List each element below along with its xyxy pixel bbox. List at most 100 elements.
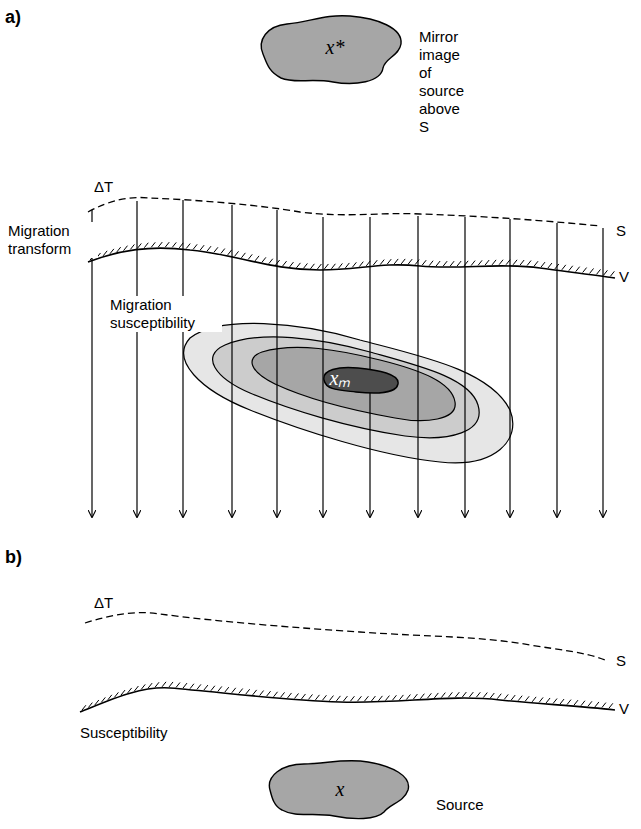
hatch-tick bbox=[322, 695, 326, 700]
hatch-tick bbox=[610, 271, 614, 276]
hatch-tick bbox=[248, 254, 252, 259]
hatch-tick bbox=[108, 695, 112, 700]
hatch-tick bbox=[534, 261, 538, 266]
hatch-tick bbox=[276, 260, 280, 265]
hatch-tick bbox=[338, 263, 342, 268]
surface-label: V bbox=[617, 700, 631, 718]
hatch-tick bbox=[204, 685, 208, 690]
hatch-tick bbox=[303, 263, 307, 268]
hatch-tick bbox=[401, 259, 405, 264]
blob-shape bbox=[261, 16, 401, 84]
migration-arrow bbox=[602, 228, 603, 517]
hatch-tick bbox=[485, 260, 489, 265]
hatch-tick bbox=[239, 689, 243, 694]
hatch-tick bbox=[317, 264, 321, 269]
source-symbol: x* bbox=[326, 36, 345, 58]
hatch-tick bbox=[155, 682, 159, 687]
hatch-tick bbox=[88, 703, 92, 708]
hatch-tick bbox=[583, 268, 587, 273]
transform-label: Migration transform bbox=[6, 222, 98, 258]
hatch-tick bbox=[294, 693, 298, 698]
hatch-tick bbox=[399, 695, 403, 700]
hatch-tick bbox=[310, 264, 314, 269]
peak-blob: xₘ bbox=[318, 364, 404, 396]
hatch-tick bbox=[158, 242, 162, 247]
hatch-tick bbox=[539, 697, 543, 702]
hatch-tick bbox=[378, 696, 382, 701]
hatch-tick bbox=[200, 245, 204, 250]
hatch-tick bbox=[590, 268, 594, 273]
hatch-tick bbox=[121, 690, 125, 695]
hatch-tick bbox=[562, 265, 566, 270]
blob-caption: Mirror image of source above S bbox=[417, 28, 466, 136]
hatch-tick bbox=[436, 261, 440, 266]
hatch-tick bbox=[148, 683, 152, 688]
hatch-tick bbox=[588, 701, 592, 706]
hatch-tick bbox=[352, 262, 356, 267]
hatch-tick bbox=[434, 693, 438, 698]
hatch-tick bbox=[357, 696, 361, 701]
source-blob: xSource bbox=[264, 756, 416, 822]
hatch-tick bbox=[134, 686, 138, 691]
hatch-tick bbox=[469, 692, 473, 697]
field-label: ΔT bbox=[92, 178, 115, 196]
hatch-tick bbox=[207, 246, 211, 251]
hatch-tick bbox=[253, 690, 257, 695]
migration-arrow bbox=[556, 223, 557, 517]
hatch-tick bbox=[214, 247, 218, 252]
hatch-tick bbox=[429, 261, 433, 266]
source-symbol: x bbox=[336, 778, 345, 800]
hatch-tick bbox=[193, 244, 197, 249]
dashed-surface-s bbox=[85, 613, 605, 660]
hatch-tick bbox=[520, 260, 524, 265]
hatch-tick bbox=[392, 695, 396, 700]
surface-label: S bbox=[614, 222, 628, 240]
hatch-tick bbox=[525, 696, 529, 701]
hatch-tick bbox=[413, 694, 417, 699]
hatch-tick bbox=[373, 260, 377, 265]
hatch-tick bbox=[408, 259, 412, 264]
hatch-tick bbox=[420, 694, 424, 699]
hatch-tick bbox=[546, 698, 550, 703]
blob-shape bbox=[324, 368, 398, 394]
migration-arrow bbox=[509, 219, 510, 517]
susceptibility-label: Susceptibility bbox=[78, 724, 170, 742]
hatch-tick bbox=[123, 246, 127, 251]
hatched-surface-v bbox=[88, 248, 615, 278]
hatch-tick bbox=[427, 693, 431, 698]
migration-arrows bbox=[92, 200, 603, 517]
hatch-tick bbox=[95, 700, 99, 705]
hatch-tick bbox=[443, 261, 447, 266]
hatch-tick bbox=[260, 691, 264, 696]
hatch-tick bbox=[548, 263, 552, 268]
source-symbol: xₘ bbox=[330, 367, 351, 389]
hatch-tick bbox=[235, 251, 239, 256]
hatch-tick bbox=[364, 696, 368, 701]
susceptibility-label: Migration susceptibility bbox=[108, 296, 222, 332]
hatch-tick bbox=[144, 243, 148, 248]
hatch-tick bbox=[603, 270, 607, 275]
mirror-source-blob: x*Mirror image of source above S bbox=[255, 12, 407, 86]
hatch-tick bbox=[574, 700, 578, 705]
surface-hatching bbox=[82, 242, 615, 710]
hatch-tick bbox=[262, 257, 266, 262]
hatch-tick bbox=[172, 242, 176, 247]
hatch-tick bbox=[581, 701, 585, 706]
hatch-tick bbox=[289, 262, 293, 267]
hatch-tick bbox=[114, 692, 118, 697]
hatch-tick bbox=[183, 683, 187, 688]
hatch-tick bbox=[483, 693, 487, 698]
hatch-tick bbox=[336, 696, 340, 701]
hatch-tick bbox=[101, 697, 105, 702]
hatch-tick bbox=[490, 693, 494, 698]
surface-label: V bbox=[617, 268, 631, 286]
hatch-tick bbox=[406, 695, 410, 700]
hatch-tick bbox=[597, 269, 601, 274]
migration-arrow bbox=[417, 216, 418, 517]
blob-shape bbox=[269, 761, 408, 819]
hatch-tick bbox=[211, 686, 215, 691]
hatch-tick bbox=[602, 703, 606, 708]
hatch-tick bbox=[218, 686, 222, 691]
hatch-tick bbox=[457, 261, 461, 266]
